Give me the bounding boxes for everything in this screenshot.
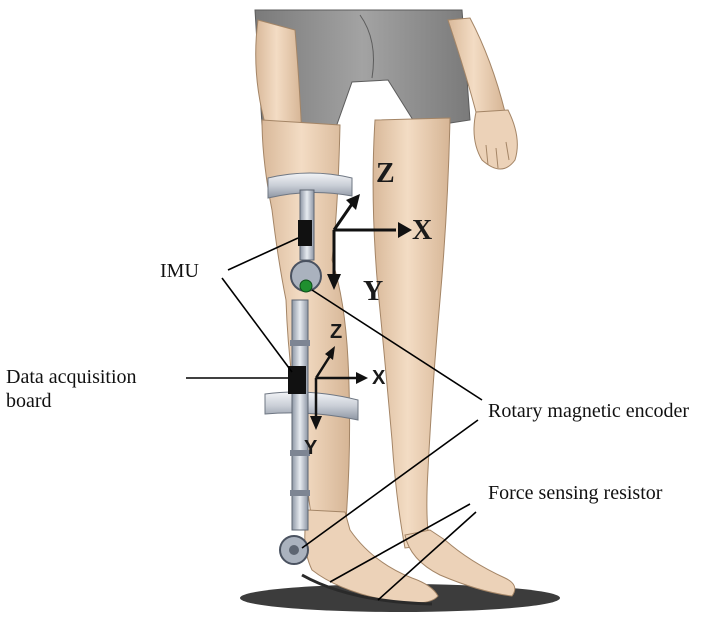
left-foot [304,509,439,604]
thigh-axis-y-label: Y [363,276,384,307]
imu-thigh [298,220,312,246]
shank-axis-x-label: X [372,367,386,389]
thigh-strap [267,172,353,199]
shank-bar-joints [290,340,310,496]
data-acquisition-label-line2: board [6,390,52,412]
leader-imu-to-shank [221,277,293,373]
imu-label: IMU [160,260,199,282]
leader-encoder-knee [311,289,483,401]
shank-bar [291,299,309,531]
foot-sole [301,573,433,606]
data-acquisition-label-line1: Data acquisition [6,366,137,388]
data-acquisition-board [288,366,306,394]
ankle-joint-hub [289,545,299,555]
leader-force-1 [329,503,471,583]
thigh-axis-z-label: Z [376,158,395,189]
thigh-axes [327,194,412,290]
right-foot [404,529,516,597]
shorts-fold [359,14,374,79]
rotary-encoder-label: Rotary magnetic encoder [488,400,690,422]
leader-encoder-ankle [301,419,479,549]
leader-imu-to-thigh [227,237,299,271]
shank-axes [310,346,368,430]
shank-axis-y-label: Y [304,437,318,459]
leader-force-2 [377,511,477,601]
right-hand-fingers [485,141,510,169]
leader-lines [186,237,483,601]
encoder-knee [299,279,313,293]
right-hand [473,109,518,170]
force-sensor-label: Force sensing resistor [488,482,663,504]
shank-axis-z-label: Z [330,321,343,343]
thigh-axis-x-label: X [412,215,433,246]
